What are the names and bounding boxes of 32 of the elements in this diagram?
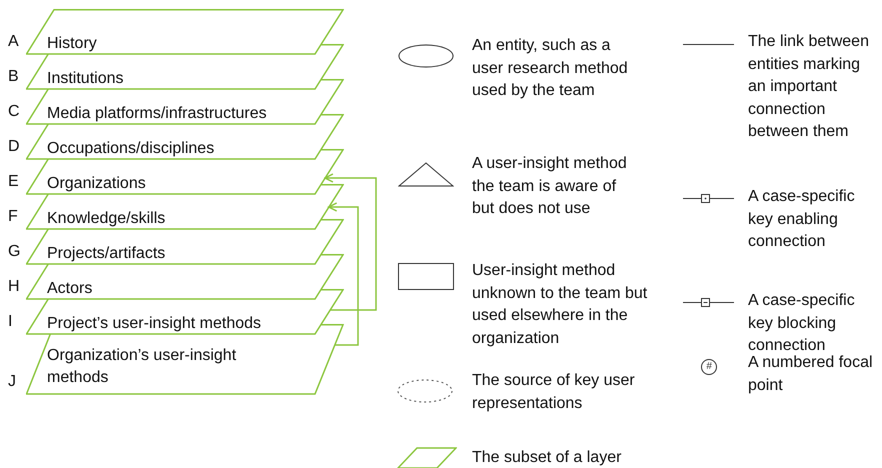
legend-text: The source of key user representations [472, 371, 636, 414]
layer-letter: C [8, 102, 20, 122]
layer-letter: E [8, 172, 19, 192]
legend-text: A user-insight method the team is aware of but does not use [472, 154, 628, 219]
layer-label: Occupations/disciplines [47, 139, 216, 159]
layer-letter: D [8, 137, 20, 157]
arrow [328, 202, 359, 346]
layer-letter: B [8, 67, 19, 87]
layer-letter: H [8, 277, 20, 297]
legend-text: The subset of a layer [472, 448, 622, 468]
layer-label: Organization’s user-insight methods [47, 346, 238, 388]
layer-label: History [47, 34, 98, 54]
layer-letter: F [8, 207, 18, 227]
layer-label: Projects/artifacts [47, 244, 166, 264]
legend-text: The link between entities marking an important connection between them [748, 32, 870, 142]
legend-text: A case-specific key blocking connection [748, 291, 856, 355]
layer-label: Project’s user-insight methods [47, 314, 262, 334]
legend-text: A case-specific key enabling connection [748, 187, 856, 252]
layer-letter: A [8, 32, 19, 52]
legend-text: User-insight method unknown to the team but used elsewhere in the organization [472, 261, 648, 348]
layer-letter: J [8, 372, 16, 392]
focal-point-symbol: # [701, 359, 717, 375]
layer-label: Actors [47, 279, 94, 299]
layer-letter: I [8, 312, 12, 332]
layer-label: Media platforms/infrastructures [47, 104, 268, 124]
legend-text: A numbered focal point [748, 353, 874, 396]
layer-label: Organizations [47, 174, 147, 194]
layer-parallelogram [26, 9, 344, 55]
layer-label: Knowledge/skills [47, 209, 166, 229]
legend-text: An entity, such as a user research method used by the team [472, 36, 629, 101]
layer-letter: G [8, 242, 20, 262]
layer-label: Institutions [47, 69, 124, 89]
